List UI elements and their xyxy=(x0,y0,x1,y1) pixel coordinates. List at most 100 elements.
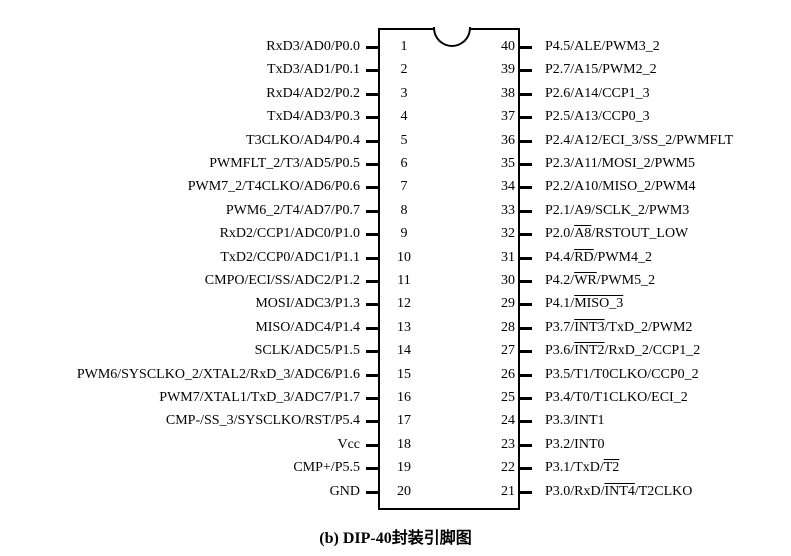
pin-37-label: P2.5/A13/CCP0_3 xyxy=(545,109,650,125)
pin-15-lead xyxy=(366,373,378,377)
pin-14-lead xyxy=(366,350,378,354)
pin-6-label: PWMFLT_2/T3/AD5/P0.5 xyxy=(209,156,360,171)
pin-16-label: PWM7/XTAL1/TxD_3/ADC7/P1.7 xyxy=(159,390,360,405)
pin-16-lead xyxy=(366,397,378,400)
pin-5-lead xyxy=(366,139,378,143)
pin-2-lead xyxy=(366,69,378,73)
pin-21-number: 21 xyxy=(501,483,515,499)
pin-8-label: PWM6_2/T4/AD7/P0.7 xyxy=(225,202,360,218)
pin-19-number: 19 xyxy=(397,460,411,476)
pin-25-lead xyxy=(520,397,532,400)
pin-36-lead xyxy=(520,139,532,143)
pin-37-lead xyxy=(520,116,532,120)
pin-32-lead xyxy=(520,233,532,237)
pin-5-label: T3CLKO/AD4/P0.4 xyxy=(246,132,360,148)
pin-34-label: P2.2/A10/MISO_2/PWM4 xyxy=(545,179,696,195)
pin-35-number: 35 xyxy=(501,156,515,171)
pin-34-number: 34 xyxy=(501,179,515,195)
diagram-caption: (b) DIP-40封装引脚图 xyxy=(319,530,472,547)
pin-24-label: P3.3/INT1 xyxy=(545,413,605,429)
pin-18-number: 18 xyxy=(397,436,411,452)
pin-31-number: 31 xyxy=(501,249,515,265)
pin-4-label: TxD4/AD3/P0.3 xyxy=(267,109,360,125)
pin-27-number: 27 xyxy=(501,343,515,359)
pin-40-label: P4.5/ALE/PWM3_2 xyxy=(545,39,660,54)
pin-21-lead xyxy=(520,490,532,494)
pin-38-lead xyxy=(520,92,532,96)
pin-29-label: P4.1/MISO_3 xyxy=(545,296,624,312)
pin-23-number: 23 xyxy=(501,436,515,452)
pin-7-number: 7 xyxy=(400,179,408,195)
pin-33-label: P2.1/A9/SCLK_2/PWM3 xyxy=(545,202,690,218)
pin-27-lead xyxy=(520,350,532,354)
chip-body xyxy=(378,28,520,510)
pin-25-label: P3.4/T0/T1CLKO/ECI_2 xyxy=(545,390,688,405)
pin-18-label: Vcc xyxy=(337,436,360,452)
pin-4-lead xyxy=(366,116,378,120)
pin-40-number: 40 xyxy=(501,39,515,54)
pin-21-label: P3.0/RxD/INT4/T2CLKO xyxy=(545,483,693,499)
pin-11-lead xyxy=(366,280,378,283)
pin-30-lead xyxy=(520,280,532,283)
pin-3-number: 3 xyxy=(400,85,408,101)
pin-29-number: 29 xyxy=(501,296,515,312)
pin-31-label: P4.4/RD/PWM4_2 xyxy=(545,249,652,265)
pin-26-lead xyxy=(520,373,532,377)
pin-13-lead xyxy=(366,326,378,330)
pin-33-lead xyxy=(520,209,532,213)
pin-28-number: 28 xyxy=(501,319,515,335)
pin-24-number: 24 xyxy=(501,413,515,429)
pin-20-lead xyxy=(366,490,378,494)
pin-7-lead xyxy=(366,186,378,190)
pin-39-label: P2.7/A15/PWM2_2 xyxy=(545,62,657,78)
pin-1-number: 1 xyxy=(400,39,408,54)
pin-12-number: 12 xyxy=(397,296,411,312)
pin-18-lead xyxy=(366,443,378,447)
pin-31-lead xyxy=(520,256,532,260)
pin-17-number: 17 xyxy=(397,413,411,429)
pin-3-label: RxD4/AD2/P0.2 xyxy=(266,85,360,101)
pin-1-label: RxD3/AD0/P0.0 xyxy=(266,39,360,54)
pin-36-number: 36 xyxy=(501,132,515,148)
pin-19-lead xyxy=(366,467,378,471)
pin-35-label: P2.3/A11/MOSI_2/PWM5 xyxy=(545,156,696,171)
pin-11-number: 11 xyxy=(397,273,411,288)
pin-30-number: 30 xyxy=(501,273,515,288)
pin-38-number: 38 xyxy=(501,85,515,101)
pin-17-lead xyxy=(366,420,378,424)
pin-23-lead xyxy=(520,443,532,447)
pin-20-label: GND xyxy=(329,483,360,499)
pin-6-number: 6 xyxy=(400,156,408,171)
pin-39-lead xyxy=(520,69,532,73)
pin-13-label: MISO/ADC4/P1.4 xyxy=(255,319,360,335)
pin-38-label: P2.6/A14/CCP1_3 xyxy=(545,85,650,101)
pin-2-number: 2 xyxy=(400,62,408,78)
pin-19-label: CMP+/P5.5 xyxy=(293,460,360,476)
pin-4-number: 4 xyxy=(400,109,408,125)
pin-7-label: PWM7_2/T4CLKO/AD6/P0.6 xyxy=(187,179,360,195)
pin-8-number: 8 xyxy=(400,202,408,218)
pin-15-number: 15 xyxy=(397,366,411,382)
pin-6-lead xyxy=(366,163,378,166)
pin-29-lead xyxy=(520,303,532,307)
pin-14-label: SCLK/ADC5/P1.5 xyxy=(254,343,360,359)
pin-10-label: TxD2/CCP0/ADC1/P1.1 xyxy=(220,249,360,265)
pin-34-lead xyxy=(520,186,532,190)
pin-20-number: 20 xyxy=(397,483,411,499)
pin-13-number: 13 xyxy=(397,319,411,335)
pin-8-lead xyxy=(366,209,378,213)
pin-33-number: 33 xyxy=(501,202,515,218)
pin-10-lead xyxy=(366,256,378,260)
pin-23-label: P3.2/INT0 xyxy=(545,436,605,452)
pin-22-number: 22 xyxy=(501,460,515,476)
pin-28-lead xyxy=(520,326,532,330)
pin-25-number: 25 xyxy=(501,390,515,405)
pin-12-lead xyxy=(366,303,378,307)
pin-35-lead xyxy=(520,163,532,166)
pin-10-number: 10 xyxy=(397,249,411,265)
pin-17-label: CMP-/SS_3/SYSCLKO/RST/P5.4 xyxy=(165,413,360,429)
pin-24-lead xyxy=(520,420,532,424)
pin-30-label: P4.2/WR/PWM5_2 xyxy=(545,273,656,288)
pin-28-label: P3.7/INT3/TxD_2/PWM2 xyxy=(545,319,693,335)
